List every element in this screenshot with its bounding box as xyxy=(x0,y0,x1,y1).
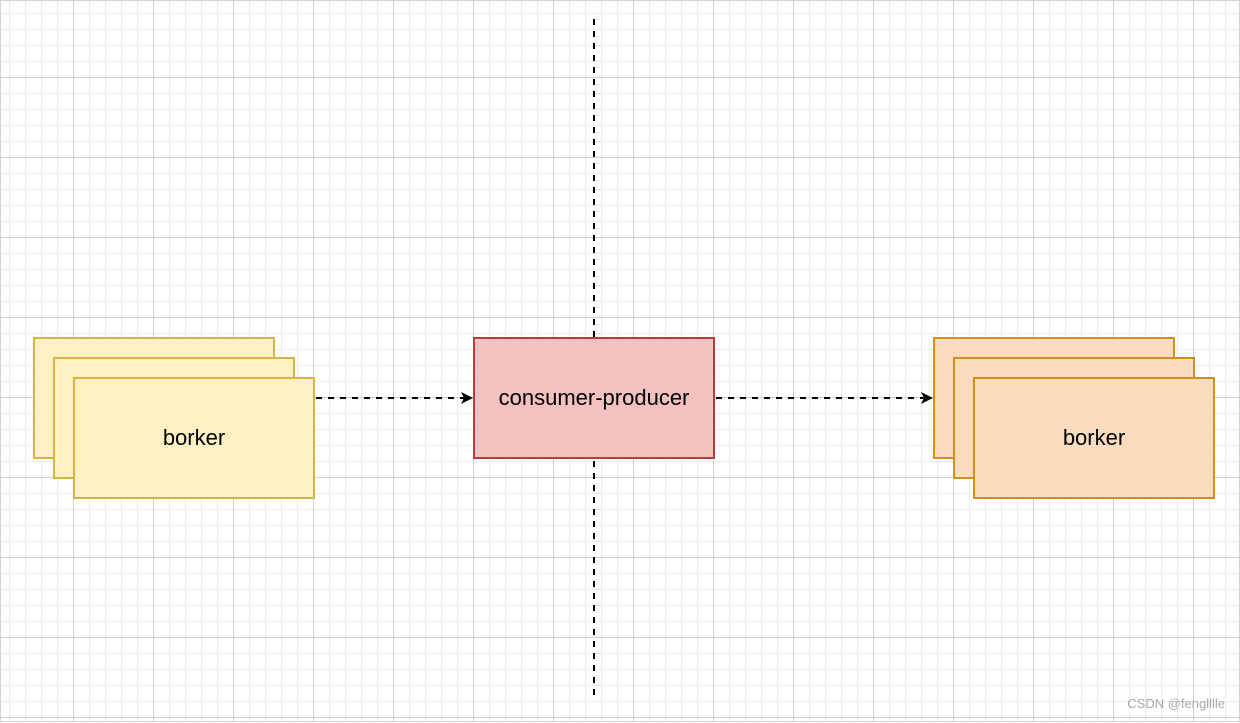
consumer-producer-node[interactable]: consumer-producer xyxy=(473,337,715,459)
consumer-producer-label: consumer-producer xyxy=(498,385,690,410)
watermark-text: CSDN @fenglllle xyxy=(1127,696,1225,711)
left-broker-label: borker xyxy=(162,425,226,450)
right-broker-node[interactable]: borker xyxy=(973,377,1215,499)
right-broker-label: borker xyxy=(1062,425,1126,450)
left-broker-node[interactable]: borker xyxy=(73,377,315,499)
